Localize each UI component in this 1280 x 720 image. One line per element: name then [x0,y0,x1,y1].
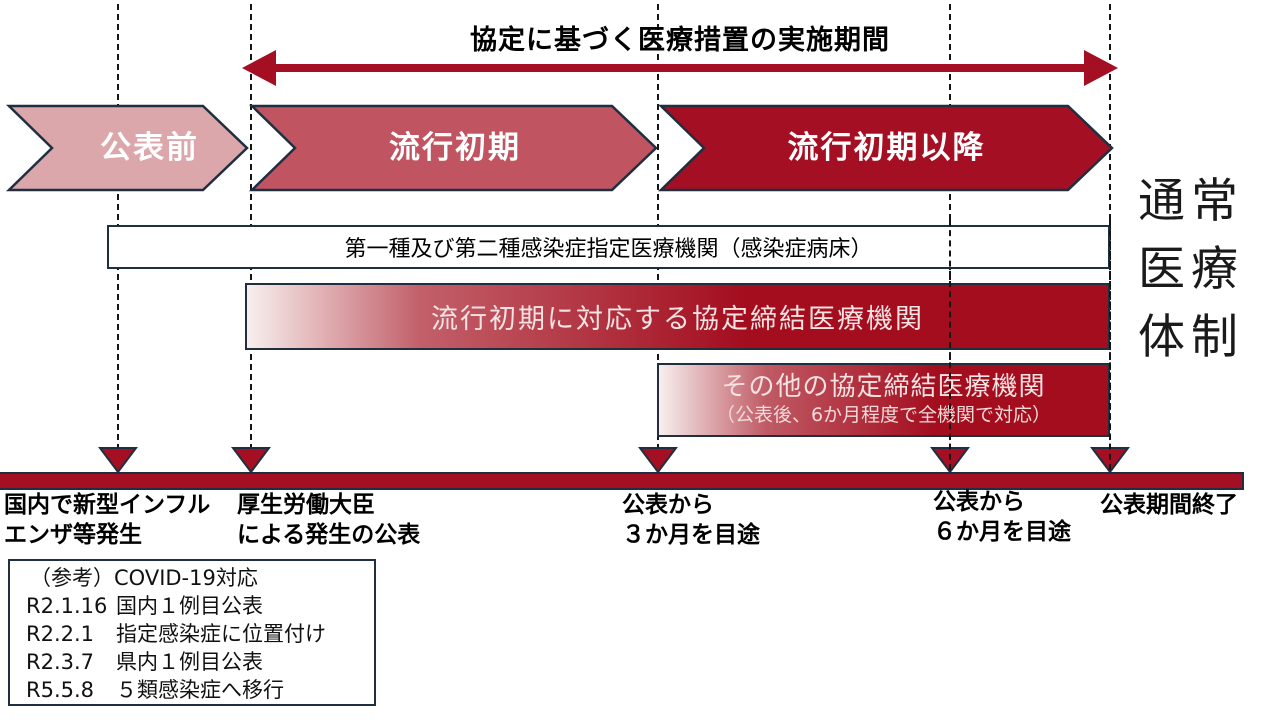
milestone-3months-line2: ３か月を目途 [622,522,760,548]
other-agreement-sublabel: （公表後、6か月程度で全機関で対応） [715,404,1052,426]
covid-ref-row-1: R2.1.16 国内１例目公表 [26,592,374,620]
normal-care-system-label: 通常 医療 体制 [1138,168,1268,372]
milestone-outbreak: 国内で新型インフル エンザ等発生 [4,490,210,550]
phase-early-chevron-shape [248,104,658,192]
other-agreement-bar: その他の協定締結医療機関 （公表後、6か月程度で全機関で対応） [657,363,1110,437]
covid-ref-label: 県内１例目公表 [116,650,263,674]
normal-care-line3: 体制 [1138,310,1244,365]
milestone-6months-line2: ６か月を目途 [933,519,1071,545]
normal-care-line2: 医療 [1138,242,1244,297]
covid-ref-row-4: R5.5.8 ５類感染症へ移行 [26,676,374,704]
designated-hospitals-label: 第一種及び第二種感染症指定医療機関（感染症病床） [344,237,873,262]
timeline-markers [98,447,1130,474]
phase-pre-chevron-shape [5,104,249,192]
phase-chevrons [5,104,1114,192]
milestone-announcement: 厚生労働大臣 による発生の公表 [237,490,420,550]
early-phase-agreement-label: 流行初期に対応する協定締結医療機関 [431,304,924,335]
covid-ref-label: ５類感染症へ移行 [116,678,284,702]
phase-label-pre: 公表前 [100,130,199,166]
milestone-end: 公表期間終了 [1100,490,1238,520]
milestone-3months: 公表から ３か月を目途 [622,490,760,550]
covid-ref-date: R2.1.16 [26,594,108,618]
dashed-guideline-6months-overlay [949,220,951,470]
milestone-6months-line1: 公表から [933,489,1025,515]
covid-ref-date: R2.3.7 [26,650,95,674]
phase-after-chevron-shape [657,104,1114,192]
milestone-end-line1: 公表期間終了 [1100,492,1238,518]
milestone-marker-icon-2 [231,447,271,474]
covid-ref-label: 国内１例目公表 [116,594,263,618]
period-title: 協定に基づく医療措置の実施期間 [470,25,890,56]
milestone-3months-line1: 公表から [622,492,714,518]
early-phase-agreement-bar: 流行初期に対応する協定締結医療機関 [245,283,1110,350]
timeline-bar [0,472,1244,490]
covid-reference-box: （参考）COVID-19対応 R2.1.16 国内１例目公表 R2.2.1 指定… [8,559,376,706]
other-agreement-label: その他の協定締結医療機関 [721,372,1046,402]
milestone-announcement-line1: 厚生労働大臣 [237,492,375,518]
dashed-guideline-end-overlay [1109,220,1111,470]
covid-ref-row-3: R2.3.7 県内１例目公表 [26,648,374,676]
covid-ref-date: R5.5.8 [26,678,95,702]
covid-ref-label: 指定感染症に位置付け [116,622,326,646]
phase-label-after: 流行初期以降 [787,130,986,166]
covid-ref-row-2: R2.2.1 指定感染症に位置付け [26,620,374,648]
milestone-6months: 公表から ６か月を目途 [933,487,1071,547]
milestone-marker-icon-3 [638,447,678,474]
period-double-arrow-icon [242,50,1118,86]
milestone-outbreak-line2: エンザ等発生 [4,522,142,548]
milestone-announcement-line2: による発生の公表 [237,522,421,548]
milestone-marker-icon-1 [98,447,138,474]
milestone-outbreak-line1: 国内で新型インフル [4,492,211,518]
phase-label-early: 流行初期 [389,130,521,166]
designated-hospitals-bar: 第一種及び第二種感染症指定医療機関（感染症病床） [107,225,1110,269]
normal-care-line1: 通常 [1138,174,1244,229]
covid-ref-date: R2.2.1 [26,622,95,646]
covid-reference-title: （参考）COVID-19対応 [30,566,258,590]
